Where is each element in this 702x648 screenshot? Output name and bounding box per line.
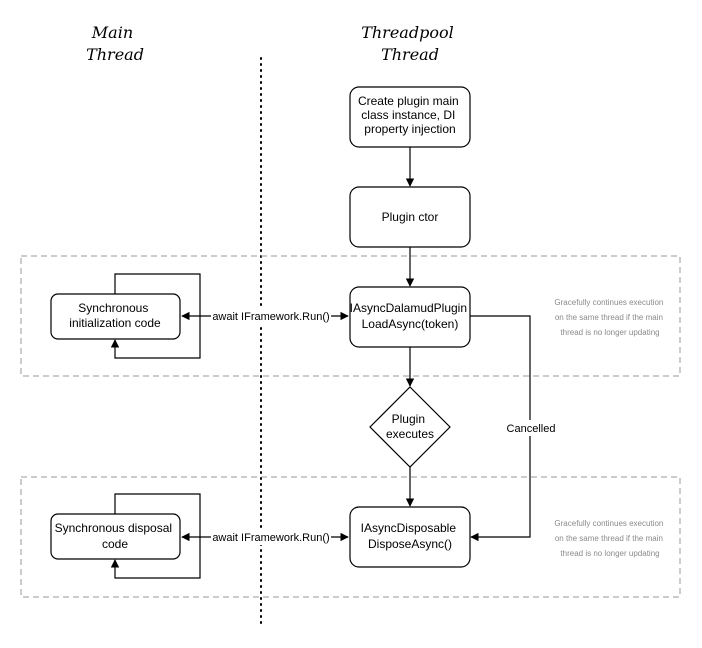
edge-await-init-label: await IFramework.Run()	[212, 311, 329, 323]
edge-cancelled-label: Cancelled	[507, 423, 556, 435]
note-init: Gracefully continues execution on the sa…	[554, 298, 665, 337]
edge-await-dispose-label-bg	[211, 530, 331, 545]
node-load-async-label: IAsyncDalamudPlugin LoadAsync(token)	[350, 301, 471, 331]
note-dispose: Gracefully continues execution on the sa…	[554, 519, 665, 558]
node-dispose-async	[349, 506, 471, 568]
node-sync-init-label: Synchronous initialization code	[69, 301, 161, 330]
node-plugin-ctor-label: Plugin ctor	[382, 210, 439, 224]
edge-cancelled-label-bg	[505, 420, 555, 436]
edge-sync-dispose-loop	[110, 493, 201, 579]
node-dispose-async-label: IAsyncDisposable DisposeAsync()	[361, 521, 460, 551]
lane-title-threadpool: Threadpool Thread	[361, 23, 459, 64]
node-plugin-executes-label: Plugin executes	[386, 412, 434, 441]
edge-await-init-label-bg	[211, 309, 331, 324]
edge-sync-init-loop	[110, 273, 201, 359]
edge-await-dispose-label: await IFramework.Run()	[212, 532, 329, 544]
lane-title-main: Main Thread	[86, 23, 144, 64]
node-create-plugin-label: Create plugin main class instance, DI pr…	[358, 94, 462, 136]
node-sync-dispose-label: Synchronous disposal code	[55, 521, 176, 551]
